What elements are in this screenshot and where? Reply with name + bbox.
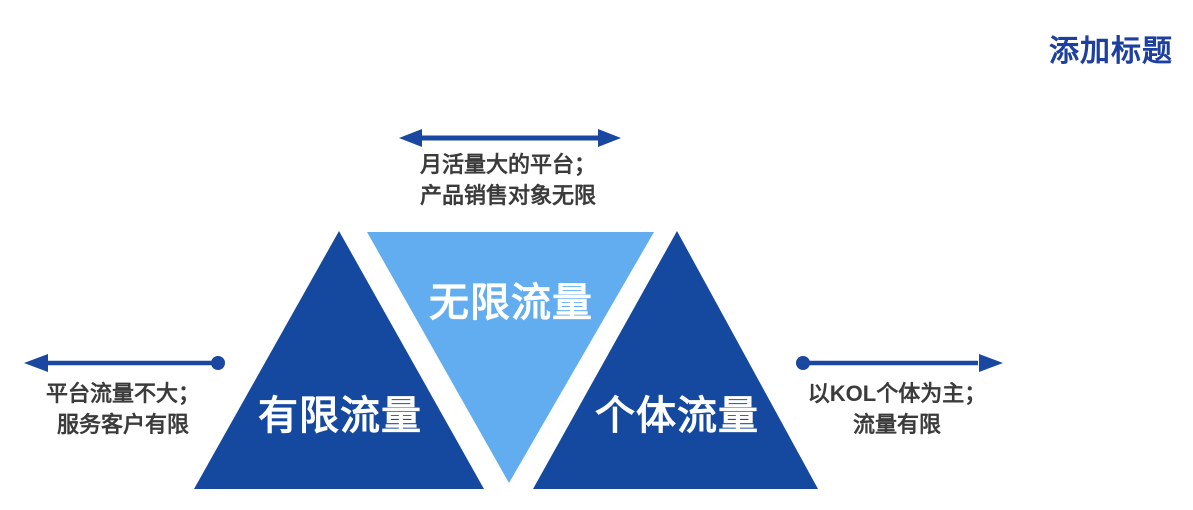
- triangle-unlimited-traffic: [367, 232, 654, 483]
- label-individual-traffic: 个体流量: [595, 394, 759, 438]
- label-limited-traffic: 有限流量: [258, 394, 422, 438]
- annotation-top-line1: 月活量大的平台；: [419, 152, 596, 177]
- annotation-right-line2: 流量有限: [852, 412, 941, 437]
- annotation-left-line2: 服务客户有限: [56, 412, 189, 437]
- triangle-individual-traffic: [533, 231, 818, 489]
- annotation-left-line1: 平台流量不大；: [45, 381, 200, 406]
- slide-title-placeholder: 添加标题: [1049, 35, 1173, 68]
- annotation-right: 以KOL个体为主； 流量有限: [777, 378, 1017, 440]
- triangle-limited-traffic: [194, 231, 484, 489]
- annotation-top-line2: 产品销售对象无限: [419, 183, 596, 208]
- annotation-left: 平台流量不大； 服务客户有限: [10, 378, 236, 440]
- label-unlimited-traffic: 无限流量: [429, 281, 593, 325]
- annotation-right-line1: 以KOL个体为主；: [807, 381, 987, 406]
- double-arrow-icon: [399, 129, 621, 147]
- annotation-top: 月活量大的平台； 产品销售对象无限: [368, 149, 648, 211]
- left-arrow-icon: [24, 354, 225, 372]
- right-arrow-icon: [796, 354, 1003, 372]
